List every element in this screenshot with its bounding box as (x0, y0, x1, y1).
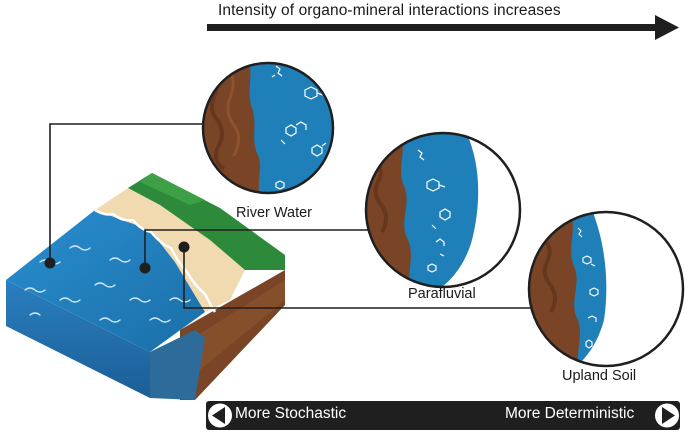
upland-soil-circle (527, 210, 685, 368)
more-stochastic-label: More Stochastic (235, 405, 347, 422)
connector-lines (49, 123, 532, 309)
intensity-title: Intensity of organo-mineral interactions… (218, 2, 561, 19)
river-water-circle (201, 61, 335, 195)
more-deterministic-label: More Deterministic (505, 405, 635, 422)
stochastic-deterministic-bar (206, 401, 680, 430)
river-water-label: River Water (236, 205, 312, 221)
sample-points (44, 241, 190, 274)
parafluvial-circle (364, 131, 522, 289)
upland-soil-label: Upland Soil (562, 368, 637, 384)
parafluvial-label: Parafluvial (408, 286, 476, 302)
intensity-arrow (207, 15, 679, 40)
landscape-block (6, 173, 285, 400)
